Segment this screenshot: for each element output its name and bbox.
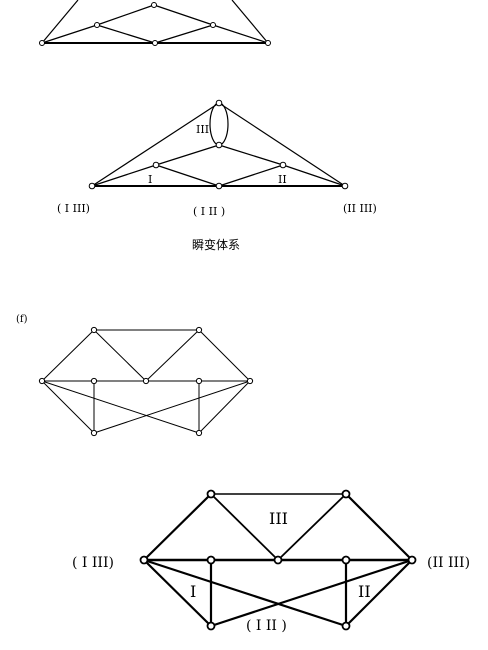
rigid-label-ii: II bbox=[278, 173, 287, 186]
joint bbox=[273, 555, 283, 565]
truss-analysis-joints bbox=[139, 489, 417, 631]
member bbox=[143, 493, 212, 561]
joint bbox=[407, 555, 417, 565]
joint bbox=[94, 22, 100, 28]
member bbox=[218, 144, 284, 166]
joint bbox=[215, 141, 223, 149]
joint bbox=[90, 326, 98, 334]
instantaneous-truss bbox=[91, 102, 346, 187]
rigid-lens bbox=[209, 102, 229, 146]
member bbox=[96, 4, 155, 26]
member bbox=[41, 329, 95, 382]
joint bbox=[341, 182, 349, 190]
member bbox=[91, 164, 157, 187]
member bbox=[198, 380, 251, 434]
member bbox=[143, 558, 347, 628]
joint bbox=[341, 489, 351, 499]
joint bbox=[341, 555, 351, 565]
panel-label-f: (f) bbox=[16, 314, 28, 325]
member bbox=[91, 102, 220, 187]
joint bbox=[88, 182, 96, 190]
joint bbox=[39, 40, 45, 46]
rigid-label-iii: III bbox=[269, 509, 288, 528]
hinge-label-i-ii: ( I II ) bbox=[246, 618, 287, 634]
joint bbox=[38, 377, 46, 385]
joint bbox=[279, 161, 287, 169]
joint bbox=[90, 429, 98, 437]
member bbox=[41, 0, 79, 44]
member bbox=[143, 559, 212, 627]
member bbox=[96, 24, 156, 44]
joint bbox=[210, 22, 216, 28]
joint bbox=[90, 377, 98, 385]
member bbox=[198, 329, 251, 382]
member bbox=[212, 24, 269, 44]
joint bbox=[246, 377, 254, 385]
rigid-label-i: I bbox=[148, 173, 152, 186]
top-partial-joints bbox=[39, 2, 271, 46]
hinge-label-i-ii: ( I II ) bbox=[193, 205, 225, 218]
system-caption: 瞬变体系 bbox=[192, 237, 240, 252]
instantaneous-joints bbox=[88, 99, 349, 190]
truss-f-joints bbox=[38, 326, 254, 437]
hinge-label-i-iii: ( I III) bbox=[57, 202, 90, 215]
member bbox=[155, 144, 220, 166]
rigid-label-i: I bbox=[190, 582, 196, 601]
rigid-label-iii: III bbox=[196, 123, 209, 136]
member bbox=[93, 380, 251, 434]
member bbox=[153, 4, 214, 26]
member bbox=[155, 164, 220, 187]
joint bbox=[341, 621, 351, 631]
member bbox=[345, 493, 413, 561]
rigid-label-ii: II bbox=[358, 582, 371, 601]
joint bbox=[206, 489, 216, 499]
joint bbox=[152, 40, 158, 46]
member bbox=[277, 493, 347, 561]
joint bbox=[195, 326, 203, 334]
hinge-label-i-iii: ( I III) bbox=[72, 555, 114, 571]
joint bbox=[206, 621, 216, 631]
member bbox=[210, 558, 413, 628]
joint bbox=[195, 377, 203, 385]
member bbox=[41, 24, 98, 44]
member bbox=[154, 24, 214, 44]
member bbox=[41, 380, 95, 434]
joint bbox=[142, 377, 150, 385]
joint bbox=[195, 429, 203, 437]
member bbox=[210, 493, 279, 561]
joint bbox=[265, 40, 271, 46]
member bbox=[282, 164, 346, 187]
joint bbox=[206, 555, 216, 565]
member bbox=[41, 380, 200, 434]
member bbox=[93, 329, 147, 382]
member bbox=[218, 102, 346, 187]
member bbox=[345, 559, 413, 627]
hinge-label-ii-iii: (II III) bbox=[427, 555, 470, 571]
joint bbox=[152, 161, 160, 169]
joint bbox=[215, 99, 223, 107]
member bbox=[218, 164, 284, 187]
joint bbox=[151, 2, 157, 8]
member bbox=[231, 0, 269, 44]
joint bbox=[139, 555, 149, 565]
hinge-label-ii-iii: (II III) bbox=[343, 202, 377, 215]
joint bbox=[215, 182, 223, 190]
member bbox=[145, 329, 200, 382]
